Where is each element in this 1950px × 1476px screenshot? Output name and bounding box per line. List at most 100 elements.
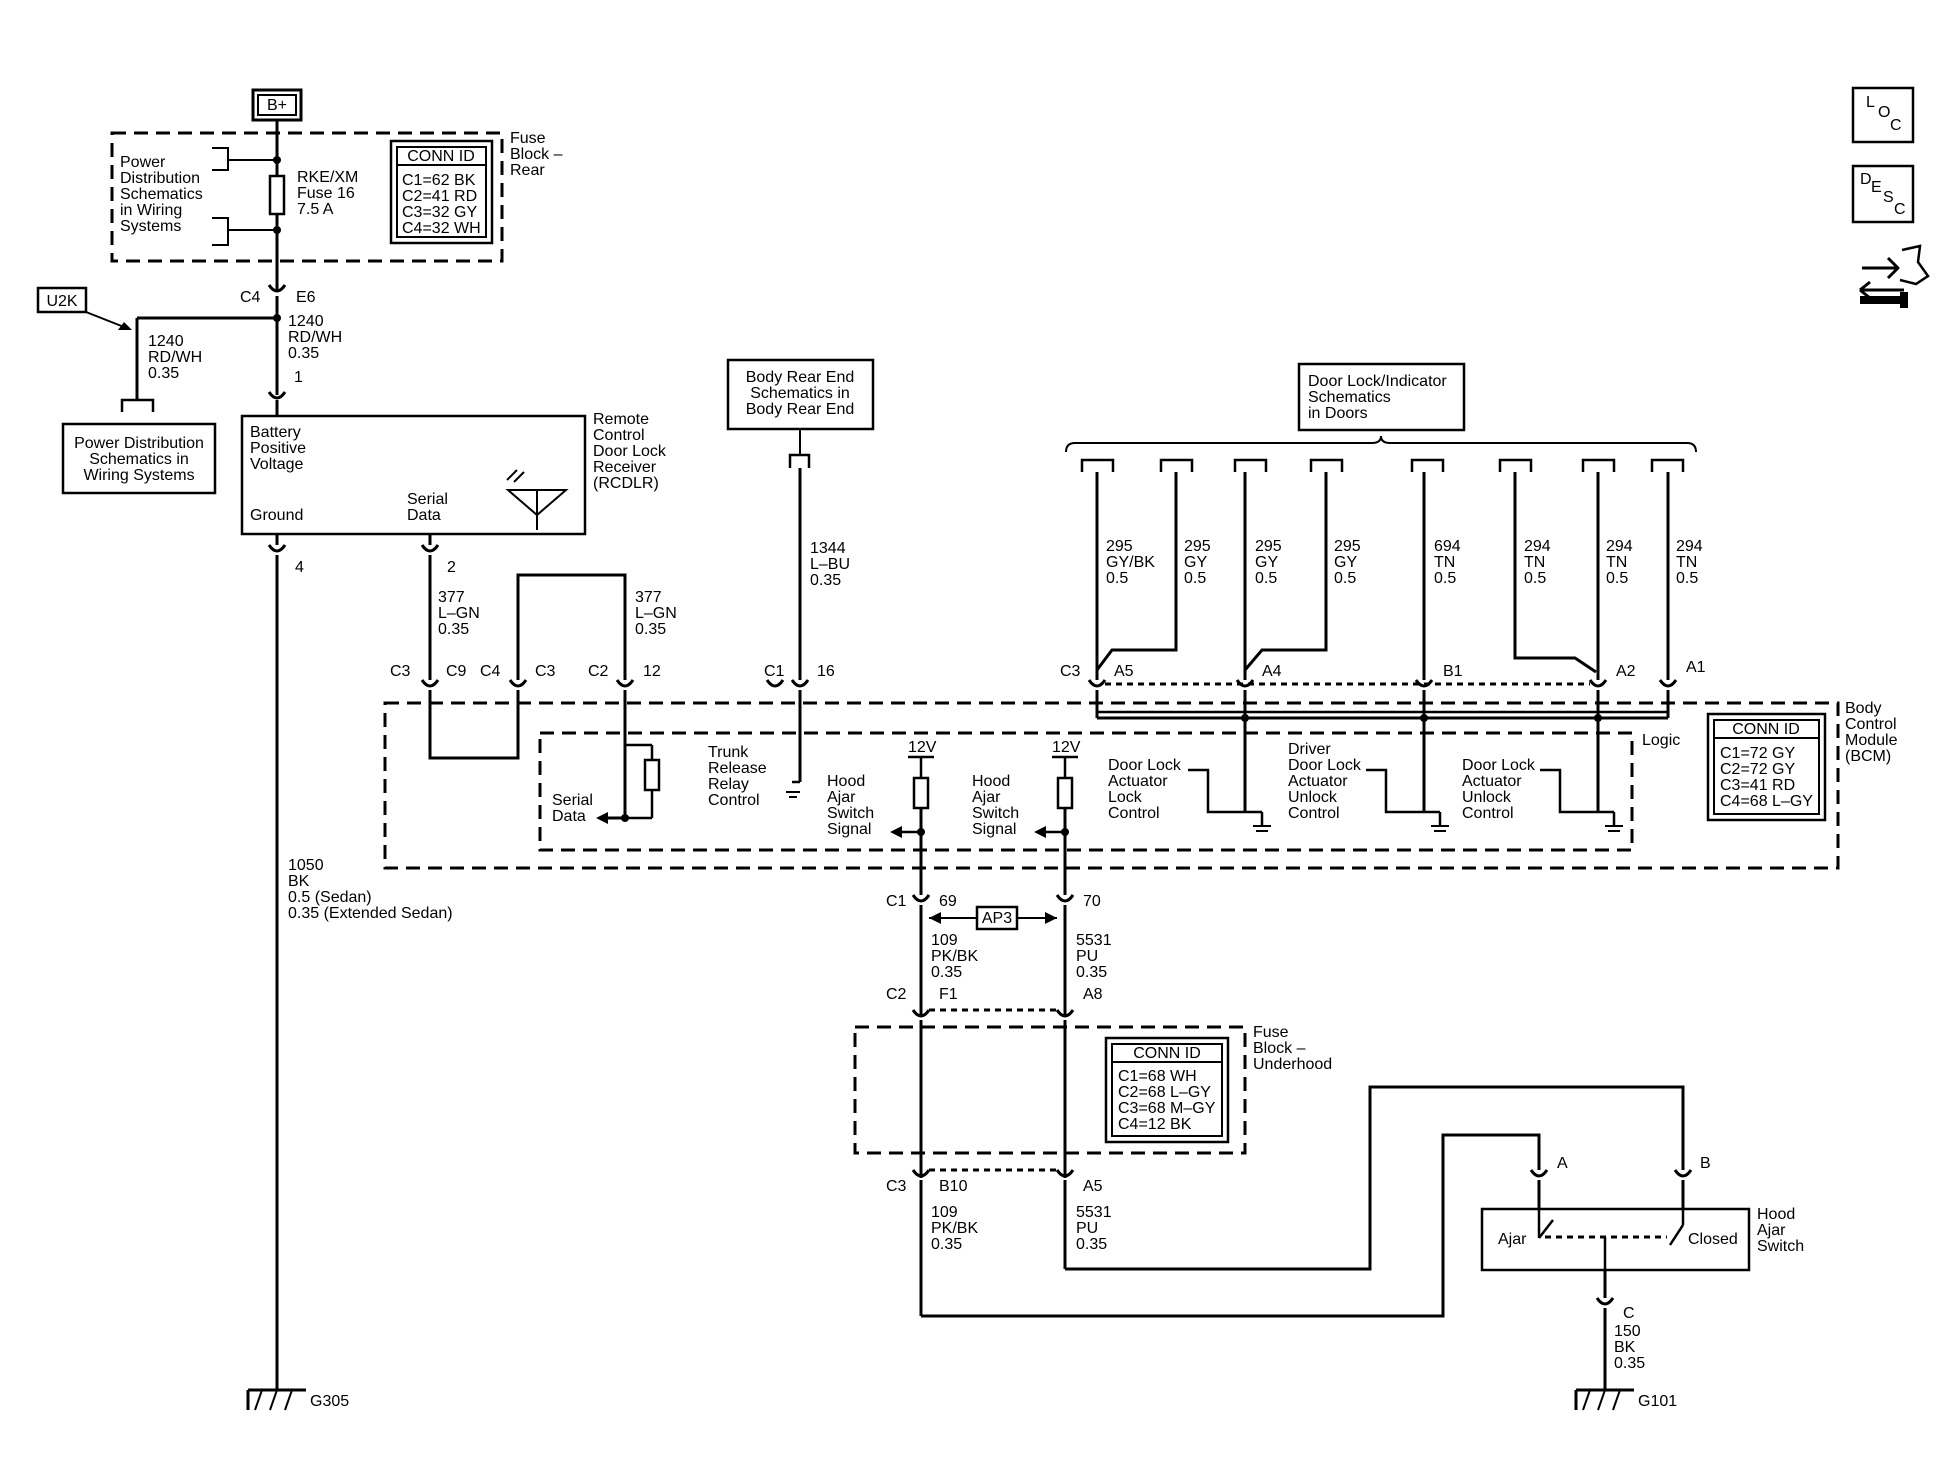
svg-text:Hood: Hood <box>1757 1206 1795 1223</box>
svg-text:in Wiring: in Wiring <box>120 202 182 219</box>
svg-text:Hood: Hood <box>972 773 1010 790</box>
svg-text:Receiver: Receiver <box>593 459 657 476</box>
svg-text:Switch: Switch <box>827 805 874 822</box>
svg-text:Control: Control <box>1462 805 1514 822</box>
svg-text:L: L <box>1866 94 1875 111</box>
hood-ajar-switch-box <box>1480 1207 1751 1272</box>
svg-text:C3=32 GY: C3=32 GY <box>402 204 477 221</box>
power-distribution-note: Power Distribution Schematics in Wiring … <box>120 154 203 235</box>
pin-1: 1 <box>294 369 303 386</box>
pin-a8: A8 <box>1083 986 1103 1003</box>
svg-text:Underhood: Underhood <box>1253 1056 1332 1073</box>
svg-text:Schematics in: Schematics in <box>89 451 189 468</box>
rcdlr-battery-label: Battery Positive Voltage <box>250 424 306 473</box>
driver-unlock-label: Driver Door Lock Actuator Unlock Control <box>1288 741 1362 822</box>
svg-text:O: O <box>1878 104 1890 121</box>
svg-text:Body Rear End: Body Rear End <box>746 369 855 386</box>
svg-text:0.35: 0.35 <box>1614 1355 1645 1372</box>
svg-text:Trunk: Trunk <box>708 744 749 761</box>
power-distribution-box: Power Distribution Schematics in Wiring … <box>61 422 217 495</box>
rcdlr-serial-label: Serial Data <box>407 491 448 524</box>
svg-text:CONN ID: CONN ID <box>1732 721 1800 738</box>
svg-text:150: 150 <box>1614 1323 1641 1340</box>
connector-navigation-icon[interactable] <box>1859 244 1930 308</box>
svg-text:0.35: 0.35 <box>810 572 841 589</box>
svg-text:295: 295 <box>1106 538 1133 555</box>
bcm-title: Body Control Module (BCM) <box>1845 700 1898 765</box>
svg-text:Actuator: Actuator <box>1462 773 1522 790</box>
svg-text:Lock: Lock <box>1108 789 1143 806</box>
12v-a: 12V <box>908 739 937 756</box>
svg-text:L–GN: L–GN <box>635 605 677 622</box>
ground-g305-icon <box>246 1388 306 1411</box>
svg-text:GY: GY <box>1184 554 1207 571</box>
svg-text:Hood: Hood <box>827 773 865 790</box>
svg-text:Data: Data <box>407 507 441 524</box>
svg-text:C3=41 RD: C3=41 RD <box>1720 777 1795 794</box>
body-rear-end-box: Body Rear End Schematics in Body Rear En… <box>726 358 875 431</box>
pin-c4: C4 <box>480 663 501 680</box>
svg-text:C: C <box>1890 117 1902 134</box>
svg-text:294: 294 <box>1524 538 1551 555</box>
svg-text:CONN ID: CONN ID <box>407 148 475 165</box>
svg-text:GY: GY <box>1334 554 1357 571</box>
bcm-outer-box <box>383 701 1840 870</box>
svg-text:Control: Control <box>1288 805 1340 822</box>
svg-text:TN: TN <box>1606 554 1627 571</box>
svg-text:C3=68 M–GY: C3=68 M–GY <box>1118 1100 1216 1117</box>
trunk-release-label: Trunk Release Relay Control <box>708 744 767 809</box>
pin-a1: A1 <box>1686 659 1706 676</box>
svg-text:Remote: Remote <box>593 411 649 428</box>
svg-text:Signal: Signal <box>827 821 871 838</box>
fuse-16 <box>268 174 286 216</box>
svg-text:0.5: 0.5 <box>1255 570 1277 587</box>
pin-c3c: C3 <box>1060 663 1081 680</box>
svg-text:Door Lock: Door Lock <box>1288 757 1362 774</box>
svg-text:Control: Control <box>1108 805 1160 822</box>
svg-text:C2=72 GY: C2=72 GY <box>1720 761 1795 778</box>
svg-text:Systems: Systems <box>120 218 181 235</box>
svg-text:Block –: Block – <box>1253 1040 1306 1057</box>
svg-text:0.35: 0.35 <box>635 621 666 638</box>
svg-text:0.5: 0.5 <box>1184 570 1206 587</box>
wire-1240-right: 1240 RD/WH 0.35 <box>288 313 342 362</box>
pin-c2-lower: C2 <box>886 986 907 1003</box>
svg-text:Door Lock: Door Lock <box>1462 757 1536 774</box>
svg-text:Release: Release <box>708 760 767 777</box>
loc-button[interactable]: L O C <box>1851 86 1915 144</box>
rcdlr-title: Remote Control Door Lock Receiver (RCDLR… <box>593 411 667 492</box>
svg-text:Schematics: Schematics <box>120 186 203 203</box>
svg-text:GY: GY <box>1255 554 1278 571</box>
conn-id-bcm: CONN ID C1=72 GY C2=72 GY C3=41 RD C4=68… <box>1706 712 1827 822</box>
svg-text:C4=68 L–GY: C4=68 L–GY <box>1720 793 1813 810</box>
svg-text:C2=68 L–GY: C2=68 L–GY <box>1118 1084 1211 1101</box>
rcdlr-box <box>240 414 587 536</box>
svg-text:Unlock: Unlock <box>1288 789 1338 806</box>
closed-label: Closed <box>1688 1231 1738 1248</box>
pin-c3b: C3 <box>535 663 556 680</box>
svg-text:0.35 (Extended Sedan): 0.35 (Extended Sedan) <box>288 905 453 922</box>
12v-b: 12V <box>1052 739 1081 756</box>
svg-text:Switch: Switch <box>972 805 1019 822</box>
svg-text:Power: Power <box>120 154 166 171</box>
svg-text:Unlock: Unlock <box>1462 789 1512 806</box>
svg-text:GY/BK: GY/BK <box>1106 554 1155 571</box>
desc-button[interactable]: D E S C <box>1851 164 1915 224</box>
svg-text:in Doors: in Doors <box>1308 405 1368 422</box>
svg-text:Relay: Relay <box>708 776 749 793</box>
door-wire-labels: 295 GY/BK 0.5 295 GY 0.5 295 GY 0.5 295 … <box>1106 538 1703 587</box>
pin-c1: C1 <box>764 663 785 680</box>
antenna-icon <box>505 469 569 530</box>
pin-a2: A2 <box>1616 663 1636 680</box>
hood-switch-contacts <box>1537 1209 1685 1270</box>
svg-text:L–GN: L–GN <box>438 605 480 622</box>
svg-text:Control: Control <box>593 427 645 444</box>
svg-text:Serial: Serial <box>552 792 593 809</box>
pin-a5-lower: A5 <box>1083 1178 1103 1195</box>
wire-5531-b: 5531 PU 0.35 <box>1076 1204 1112 1253</box>
svg-text:TN: TN <box>1524 554 1545 571</box>
svg-text:0.5: 0.5 <box>1334 570 1356 587</box>
svg-text:Fuse 16: Fuse 16 <box>297 185 355 202</box>
svg-text:109: 109 <box>931 1204 958 1221</box>
svg-text:Actuator: Actuator <box>1288 773 1348 790</box>
